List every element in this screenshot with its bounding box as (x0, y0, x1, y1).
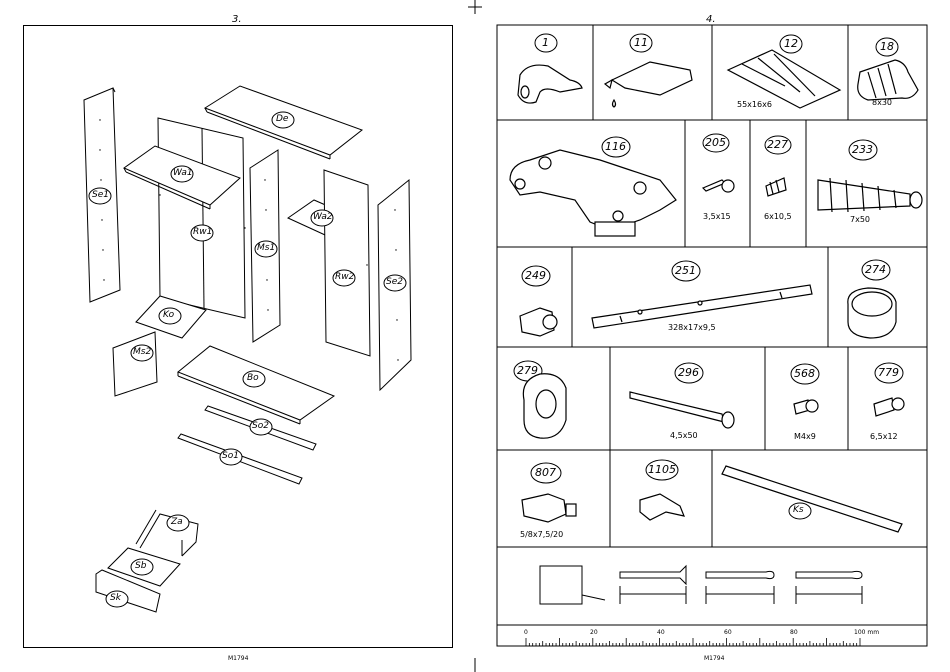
hardware-number: 227 (767, 138, 788, 151)
hardware-number: 11 (634, 36, 648, 49)
ruler-label: 0 (524, 629, 528, 636)
hardware-dimension: 6x10,5 (764, 212, 792, 221)
hardware-number: 274 (865, 263, 886, 276)
ruler-label: 80 (790, 629, 798, 636)
hardware-number: 279 (517, 364, 538, 377)
hardware-number: 296 (678, 366, 699, 379)
ruler-label: 20 (590, 629, 598, 636)
hardware-dimension: 5/8x7,5/20 (520, 530, 563, 539)
ruler: 0 20 40 60 80 100 mm (524, 629, 884, 641)
hardware-dimension: 7x50 (850, 215, 870, 224)
hardware-dimension: 6,5x12 (870, 432, 898, 441)
hardware-number: 568 (794, 367, 815, 380)
hardware-number: 116 (605, 140, 626, 153)
hardware-number: 251 (675, 264, 696, 277)
hardware-dimension: 55x16x6 (737, 100, 772, 109)
hardware-number: 233 (852, 143, 873, 156)
hardware-number: 779 (878, 366, 899, 379)
ruler-label: 100 mm (854, 629, 879, 636)
hardware-number: Ks (793, 505, 804, 515)
hardware-dimension: M4x9 (794, 432, 816, 441)
hardware-dimension: 8x30 (872, 98, 892, 107)
hardware-number: 249 (525, 269, 546, 282)
hardware-number: 205 (705, 136, 726, 149)
ruler-label: 60 (724, 629, 732, 636)
hardware-number: 1105 (648, 463, 676, 476)
hardware-number: 18 (880, 40, 894, 53)
hardware-dimension: 328x17x9,5 (668, 323, 716, 332)
hardware-number: 1 (542, 36, 549, 49)
hardware-number: 12 (784, 37, 798, 50)
hardware-dimension: 3,5x15 (703, 212, 731, 221)
ruler-label: 40 (657, 629, 665, 636)
hardware-number: 807 (535, 466, 556, 479)
hardware-dimension: 4,5x50 (670, 431, 698, 440)
